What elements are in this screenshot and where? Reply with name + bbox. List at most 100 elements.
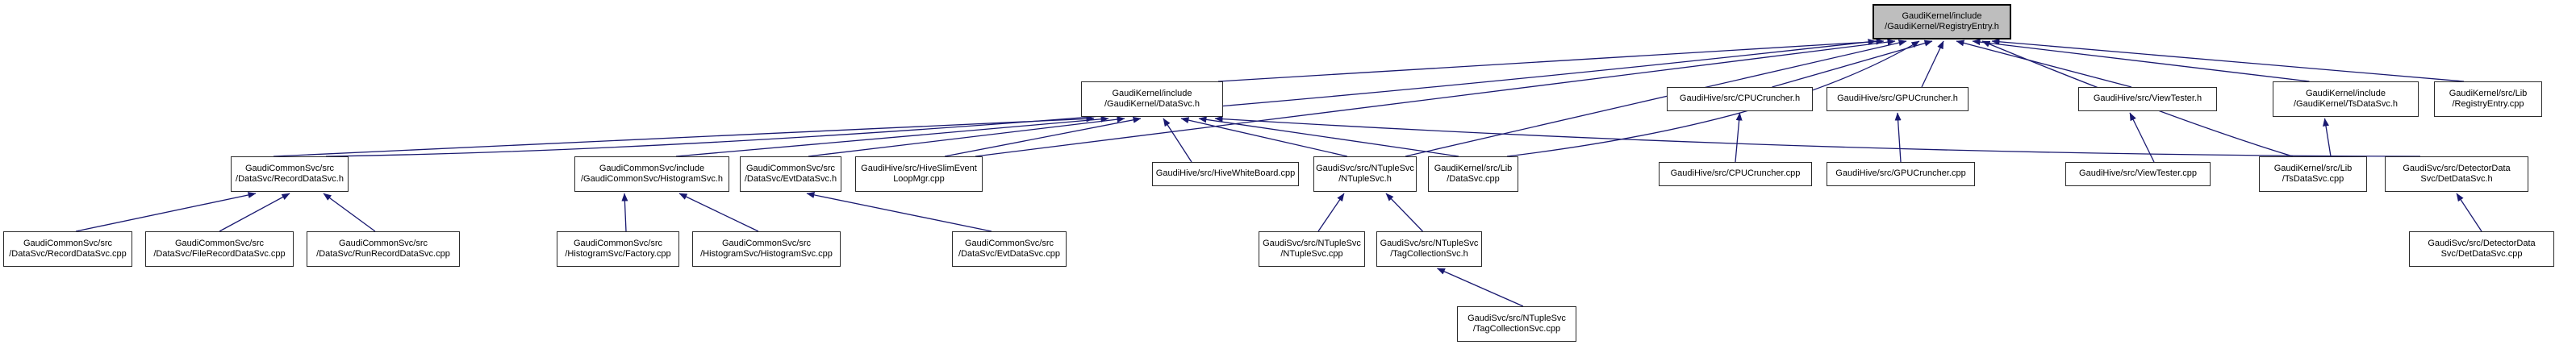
node-label-line: /DataSvc/FileRecordDataSvc.cpp [153, 249, 286, 259]
edge-tagcollectionsvc_cpp-to-tagcollectionsvc_h [1437, 268, 1524, 307]
edge-cpucruncher_h-to-registry_entry_h [1772, 39, 1933, 88]
edge-viewtester_cpp-to-viewtester_h [2129, 112, 2155, 163]
node-tsdatasvc_h[interactable]: GaudiKernel/include/GaudiKernel/TsDataSv… [2273, 81, 2419, 117]
edge-registryentry_cpp-to-registry_entry_h [1991, 38, 2465, 82]
node-label-line: /TagCollectionSvc.cpp [1472, 324, 1561, 334]
node-label-line: /NTupleSvc.h [1338, 174, 1392, 184]
node-label-line: GaudiKernel/include [1112, 88, 1192, 98]
node-label-line: /DataSvc/EvtDataSvc.cpp [958, 249, 1060, 259]
node-label-line: GaudiHive/src/ViewTester.h [2093, 93, 2202, 104]
edge-factory_cpp-to-histogramsvc_h [621, 193, 628, 232]
edge-detdatasvc_h-to-datasvc_h [1214, 115, 2421, 157]
node-label-line: GaudiKernel/include [1902, 10, 1982, 21]
node-runrecorddatasvc_cpp[interactable]: GaudiCommonSvc/src/DataSvc/RunRecordData… [307, 231, 460, 267]
node-gpucruncher_cpp[interactable]: GaudiHive/src/GPUCruncher.cpp [1827, 162, 1975, 186]
node-label-line: GaudiKernel/include [2305, 88, 2386, 98]
node-gpucruncher_h[interactable]: GaudiHive/src/GPUCruncher.h [1827, 87, 1969, 111]
node-label-line: /HistogramSvc/Factory.cpp [565, 249, 671, 259]
node-recorddatasvc_cpp[interactable]: GaudiCommonSvc/src/DataSvc/RecordDataSvc… [3, 231, 132, 267]
edge-evtdatasvc_cpp-to-evtdatasvc_h [806, 191, 992, 232]
edge-histogramsvc_cpp-to-histogramsvc_h [678, 193, 759, 232]
node-ntuplesvc_cpp[interactable]: GaudiSvc/src/NTupleSvc/NTupleSvc.cpp [1259, 231, 1365, 267]
edge-datasvc_h-to-registry_entry_h [1217, 38, 1885, 82]
node-label-line: GaudiCommonSvc/src [244, 163, 335, 173]
edge-detdatasvc_cpp-to-detdatasvc_h [2456, 193, 2482, 232]
node-label-line: GaudiCommonSvc/src [573, 238, 663, 248]
node-label-line: GaudiSvc/src/NTupleSvc [1263, 238, 1361, 248]
node-label-line: /TagCollectionSvc.h [1390, 249, 1468, 259]
node-evtdatasvc_cpp[interactable]: GaudiCommonSvc/src/DataSvc/EvtDataSvc.cp… [952, 231, 1067, 267]
node-tagcollectionsvc_cpp[interactable]: GaudiSvc/src/NTupleSvc/TagCollectionSvc.… [1457, 306, 1576, 342]
node-label-line: GaudiHive/src/HiveWhiteBoard.cpp [1155, 168, 1296, 179]
edge-tsdatasvc_h-to-registry_entry_h [1972, 39, 2310, 82]
node-label-line: GaudiHive/src/CPUCruncher.h [1679, 93, 1801, 104]
node-label-line: GaudiKernel/src/Lib [2273, 163, 2353, 173]
node-recorddatasvc_h[interactable]: GaudiCommonSvc/src/DataSvc/RecordDataSvc… [231, 156, 349, 192]
edge-runrecorddatasvc_cpp-to-recorddatasvc_h [323, 193, 376, 232]
node-label-line: /TsDataSvc.cpp [2282, 174, 2344, 184]
node-histogramsvc_cpp[interactable]: GaudiCommonSvc/src/HistogramSvc/Histogra… [692, 231, 841, 267]
node-label-line: GaudiCommonSvc/src [745, 163, 836, 173]
node-registryentry_cpp[interactable]: GaudiKernel/src/Lib/RegistryEntry.cpp [2434, 81, 2542, 117]
edge-evtdatasvc_h-to-datasvc_h [808, 116, 1125, 157]
edge-datasvc_cpp-to-datasvc_h [1198, 116, 1459, 157]
node-evtdatasvc_h[interactable]: GaudiCommonSvc/src/DataSvc/EvtDataSvc.h [740, 156, 841, 192]
node-label-line: /DataSvc/RecordDataSvc.h [236, 174, 344, 184]
node-label-line: /GaudiCommonSvc/HistogramSvc.h [580, 174, 724, 184]
node-histogramsvc_h[interactable]: GaudiCommonSvc/include/GaudiCommonSvc/Hi… [574, 156, 729, 192]
node-label-line: Svc/DetDataSvc.cpp [2440, 249, 2523, 259]
node-label-line: /DataSvc/EvtDataSvc.h [744, 174, 837, 184]
edge-hiveslimeventloopmgr_cpp-to-datasvc_h [944, 116, 1142, 157]
node-ntuplesvc_h[interactable]: GaudiSvc/src/NTupleSvc/NTupleSvc.h [1313, 156, 1417, 192]
node-label-line: /GaudiKernel/DataSvc.h [1104, 99, 1200, 109]
node-label-line: LoopMgr.cpp [893, 174, 945, 184]
edge-histogramsvc_h-to-datasvc_h [675, 115, 1109, 157]
edge-ntuplesvc_h-to-registry_entry_h [1405, 39, 1907, 157]
edge-hiveslimeventloopmgr_cpp-to-registry_entry_h [975, 39, 1896, 157]
edge-cpucruncher_cpp-to-cpucruncher_h [1735, 112, 1743, 163]
edge-filerecorddatasvc_cpp-to-recorddatasvc_h [219, 193, 290, 232]
node-label-line: GaudiCommonSvc/include [599, 163, 705, 173]
node-label-line: /NTupleSvc.cpp [1280, 249, 1343, 259]
edge-recorddatasvc_cpp-to-recorddatasvc_h [75, 192, 257, 232]
node-filerecorddatasvc_cpp[interactable]: GaudiCommonSvc/src/DataSvc/FileRecordDat… [145, 231, 294, 267]
node-label-line: GaudiKernel/src/Lib [2449, 88, 2528, 98]
node-viewtester_cpp[interactable]: GaudiHive/src/ViewTester.cpp [2065, 162, 2211, 186]
node-datasvc_h[interactable]: GaudiKernel/include/GaudiKernel/DataSvc.… [1081, 81, 1223, 117]
edge-hivewhiteboard_cpp-to-datasvc_h [1163, 118, 1192, 163]
node-label-line: Svc/DetDataSvc.h [2420, 174, 2493, 184]
node-label-line: /RegistryEntry.cpp [2452, 99, 2524, 109]
node-label-line: /GaudiKernel/TsDataSvc.h [2293, 99, 2398, 109]
node-label-line: /HistogramSvc/HistogramSvc.cpp [700, 249, 833, 259]
node-label-line: GaudiCommonSvc/src [338, 238, 428, 248]
node-label-line: GaudiHive/src/CPUCruncher.cpp [1670, 168, 1801, 179]
node-label-line: GaudiCommonSvc/src [964, 238, 1054, 248]
node-viewtester_h[interactable]: GaudiHive/src/ViewTester.h [2078, 87, 2217, 111]
node-registry_entry_h[interactable]: GaudiKernel/include/GaudiKernel/Registry… [1873, 4, 2011, 39]
node-label-line: /DataSvc.cpp [1447, 174, 1500, 184]
edge-recorddatasvc_h-to-registry_entry_h [325, 39, 1877, 157]
node-hivewhiteboard_cpp[interactable]: GaudiHive/src/HiveWhiteBoard.cpp [1152, 162, 1299, 186]
node-label-line: GaudiCommonSvc/src [721, 238, 812, 248]
edge-recorddatasvc_h-to-datasvc_h [273, 115, 1095, 157]
node-cpucruncher_h[interactable]: GaudiHive/src/CPUCruncher.h [1667, 87, 1813, 111]
node-label-line: /DataSvc/RunRecordDataSvc.cpp [316, 249, 450, 259]
node-tagcollectionsvc_h[interactable]: GaudiSvc/src/NTupleSvc/TagCollectionSvc.… [1376, 231, 1482, 267]
edge-gpucruncher_cpp-to-gpucruncher_h [1894, 112, 1902, 163]
edge-ntuplesvc_h-to-datasvc_h [1180, 117, 1348, 157]
edge-ntuplesvc_cpp-to-ntuplesvc_h [1317, 193, 1345, 232]
node-label-line: GaudiHive/src/ViewTester.cpp [2079, 168, 2197, 179]
node-label-line: GaudiCommonSvc/src [174, 238, 265, 248]
node-tsdatasvc_cpp[interactable]: GaudiKernel/src/Lib/TsDataSvc.cpp [2259, 156, 2367, 192]
node-label-line: GaudiKernel/src/Lib [1434, 163, 1513, 173]
node-factory_cpp[interactable]: GaudiCommonSvc/src/HistogramSvc/Factory.… [557, 231, 679, 267]
node-label-line: /DataSvc/RecordDataSvc.cpp [9, 249, 127, 259]
node-label-line: /GaudiKernel/RegistryEntry.h [1885, 22, 1999, 31]
node-cpucruncher_cpp[interactable]: GaudiHive/src/CPUCruncher.cpp [1659, 162, 1812, 186]
node-datasvc_cpp[interactable]: GaudiKernel/src/Lib/DataSvc.cpp [1428, 156, 1518, 192]
